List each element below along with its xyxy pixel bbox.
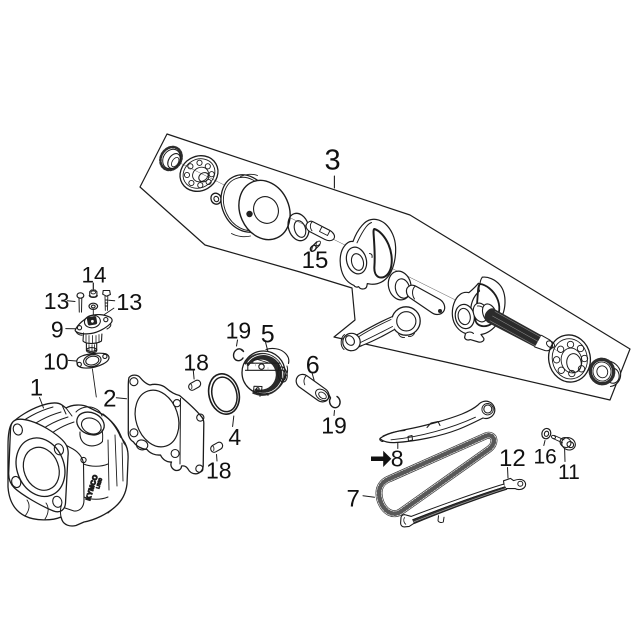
svg-text:8: 8	[391, 445, 404, 471]
svg-text:6: 6	[306, 351, 320, 379]
svg-text:13: 13	[116, 289, 142, 315]
svg-text:LR30: LR30	[95, 477, 103, 489]
svg-text:19: 19	[321, 412, 347, 438]
svg-text:4: 4	[228, 424, 241, 450]
svg-text:7: 7	[347, 486, 360, 513]
svg-text:11: 11	[558, 461, 580, 484]
svg-text:15: 15	[302, 247, 329, 274]
svg-text:18: 18	[183, 350, 209, 376]
svg-text:2: 2	[103, 385, 116, 412]
svg-text:18: 18	[206, 458, 232, 484]
svg-text:19: 19	[226, 317, 252, 343]
svg-text:3: 3	[325, 145, 341, 177]
svg-text:12: 12	[499, 445, 526, 472]
svg-text:9: 9	[51, 317, 64, 343]
svg-text:10: 10	[43, 348, 69, 374]
svg-text:5: 5	[261, 320, 275, 348]
svg-text:14: 14	[82, 263, 107, 288]
svg-text:16: 16	[534, 446, 557, 469]
svg-text:13: 13	[44, 288, 70, 314]
svg-text:1: 1	[30, 374, 43, 401]
